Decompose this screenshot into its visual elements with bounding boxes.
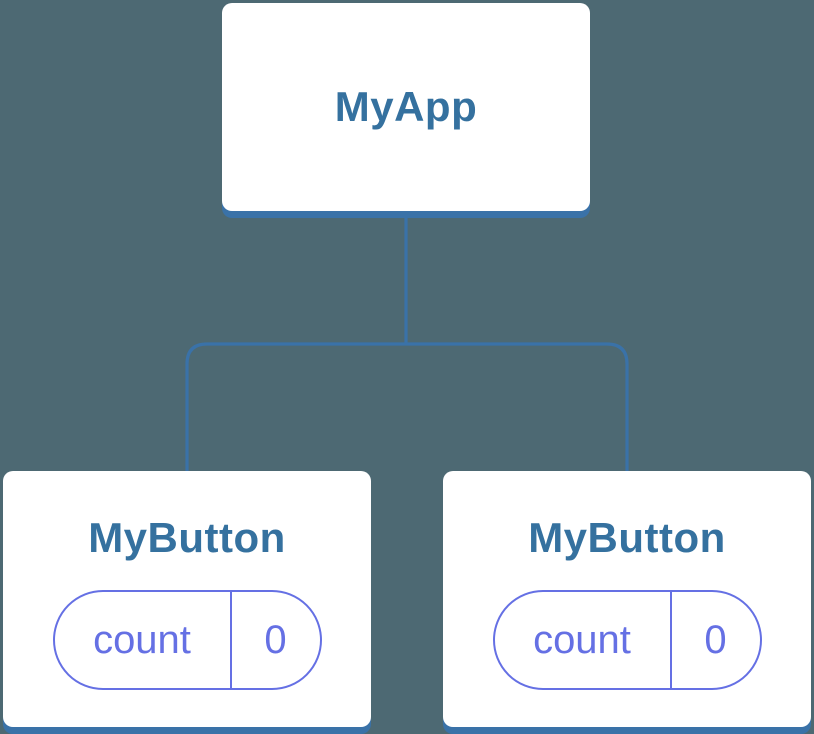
root-node-label: MyApp bbox=[334, 83, 478, 130]
state-pill: count 0 bbox=[492, 590, 762, 690]
state-value: 0 bbox=[229, 592, 320, 688]
connector-bracket bbox=[185, 342, 629, 480]
child-node-label: MyButton bbox=[88, 514, 286, 561]
state-pill: count 0 bbox=[52, 590, 322, 690]
child-node-label: MyButton bbox=[528, 514, 726, 561]
state-key: count bbox=[533, 617, 631, 662]
child-node-mybutton-2: MyButton count 0 bbox=[443, 471, 811, 727]
child-node-mybutton-1: MyButton count 0 bbox=[3, 471, 371, 727]
state-key: count bbox=[93, 617, 191, 662]
state-value: 0 bbox=[669, 592, 760, 688]
root-node-myapp: MyApp bbox=[222, 3, 590, 211]
